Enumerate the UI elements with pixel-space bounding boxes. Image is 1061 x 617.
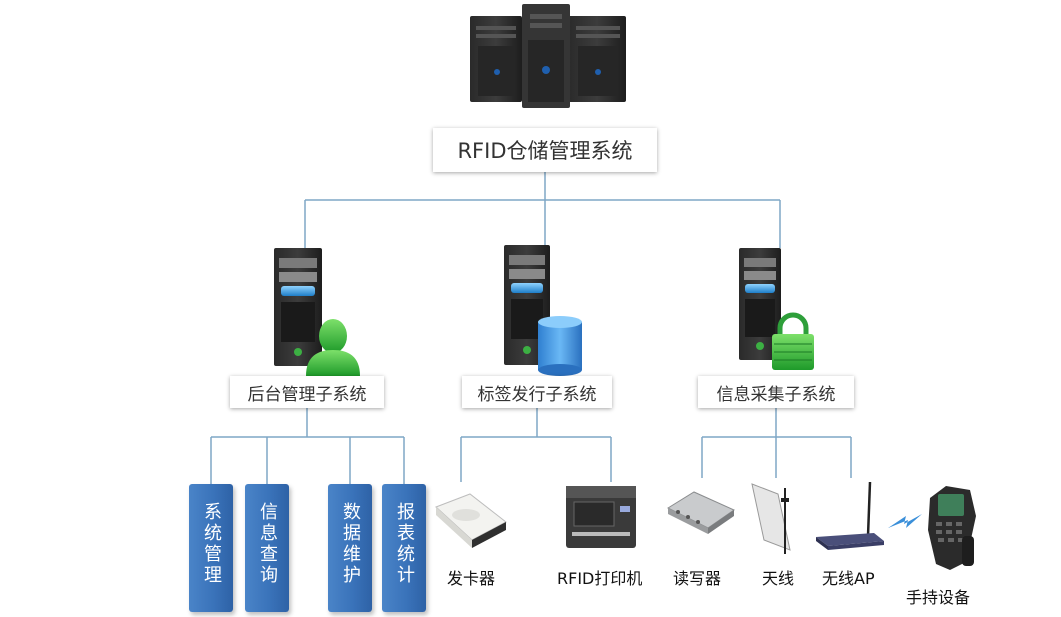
server-user-icon — [274, 248, 360, 376]
device-wireless-ap-label: 无线AP — [822, 569, 875, 588]
subsystem-backend-label: 后台管理子系统 — [230, 376, 384, 408]
server-lock-icon — [739, 248, 814, 370]
module-data-maintenance: 数据维护 — [328, 484, 372, 612]
device-antenna-label: 天线 — [762, 569, 795, 588]
subsystem-data-collection-label: 信息采集子系统 — [698, 376, 854, 408]
reader-writer-icon — [666, 491, 736, 534]
device-rfid-printer-label: RFID打印机 — [557, 569, 643, 588]
device-card-issuer-label: 发卡器 — [447, 569, 496, 588]
module-system-management: 系统管理 — [189, 484, 233, 612]
module-report-statistics: 报表统计 — [382, 484, 426, 612]
antenna-icon — [751, 483, 791, 554]
card-issuer-icon — [435, 493, 507, 548]
server-cluster-icon — [470, 4, 626, 108]
wireless-ap-icon — [816, 481, 884, 550]
device-reader-writer-label: 读写器 — [673, 569, 722, 588]
root-system-label: RFID仓储管理系统 — [433, 128, 657, 172]
device-handheld-label: 手持设备 — [906, 588, 971, 607]
rfid-printer-icon — [566, 486, 636, 548]
connector-lines — [210, 172, 852, 484]
handheld-device-icon — [928, 486, 976, 570]
wireless-signal-icon — [888, 514, 922, 528]
server-database-icon — [504, 245, 582, 376]
subsystem-tag-issue-label: 标签发行子系统 — [462, 376, 612, 408]
module-info-query: 信息查询 — [245, 484, 289, 612]
